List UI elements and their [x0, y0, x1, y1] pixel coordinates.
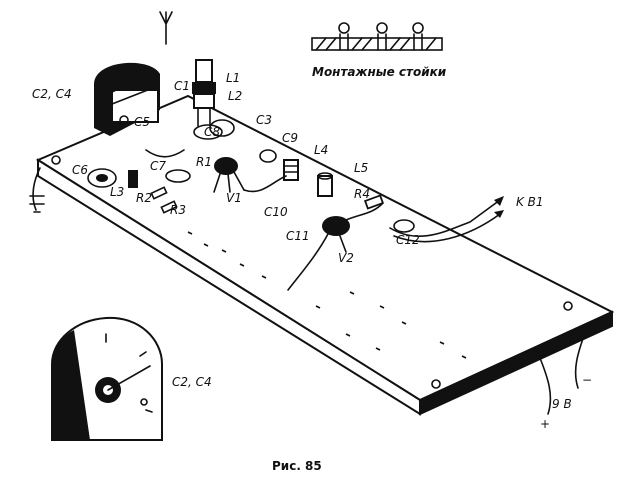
label-c1: C1 [174, 79, 190, 93]
label-c11: C11 [286, 229, 310, 243]
label-k-b1: K B1 [516, 195, 544, 209]
board-holes [51, 155, 573, 389]
label-c2c4: C2, C4 [32, 87, 72, 101]
component-c9 [259, 149, 277, 163]
label-c5: C5 [134, 115, 150, 129]
antenna-icon [159, 11, 173, 45]
component-c3 [209, 119, 235, 137]
label-c12: C12 [396, 233, 420, 247]
label-r1: R1 [196, 155, 212, 169]
label-l4: L4 [314, 143, 328, 157]
resistor-r4 [363, 194, 385, 210]
label-c3: C3 [256, 113, 272, 127]
component-labels: C2, C4 C1 L1 L2 C3 C5 C6 C7 C8 C9 C10 C1… [32, 71, 592, 431]
label-v2: V2 [338, 251, 354, 265]
label-l2: L2 [228, 89, 242, 103]
resistors-r2r3 [150, 186, 178, 214]
label-l5: L5 [354, 161, 368, 175]
label-c10: C10 [264, 205, 288, 219]
dial-inset [51, 316, 163, 441]
wiring [145, 149, 587, 415]
component-c6 [87, 168, 117, 188]
transistor-v1 [213, 157, 245, 193]
figure-caption: Рис. 85 [272, 459, 322, 473]
label-c6: C6 [72, 163, 88, 177]
label-c7: C7 [150, 159, 166, 173]
label-c8: C8 [204, 125, 220, 139]
mounting-posts-title: Монтажные стойки [312, 65, 447, 79]
transistor-v2 [287, 216, 350, 291]
label-minus: − [582, 373, 592, 387]
label-v1: V1 [226, 191, 242, 205]
chassis-board [29, 94, 615, 416]
component-l3 [128, 170, 138, 188]
label-r3: R3 [170, 203, 186, 217]
label-l3: L3 [110, 185, 124, 199]
component-c7 [165, 169, 191, 183]
label-c2c4-inset: C2, C4 [172, 375, 212, 389]
mounting-posts-icon [311, 22, 443, 51]
coil-l4 [283, 159, 299, 181]
label-c9: C9 [282, 131, 298, 145]
label-r4: R4 [354, 187, 370, 201]
label-r2: R2 [136, 191, 152, 205]
variable-capacitor-c2c4 [94, 62, 160, 136]
label-l1: L1 [226, 71, 240, 85]
label-plus: + [540, 417, 550, 431]
component-c12 [393, 219, 415, 233]
coil-l1l2 [192, 59, 223, 140]
coil-l5 [317, 172, 333, 197]
label-battery: 9 B [552, 397, 572, 411]
